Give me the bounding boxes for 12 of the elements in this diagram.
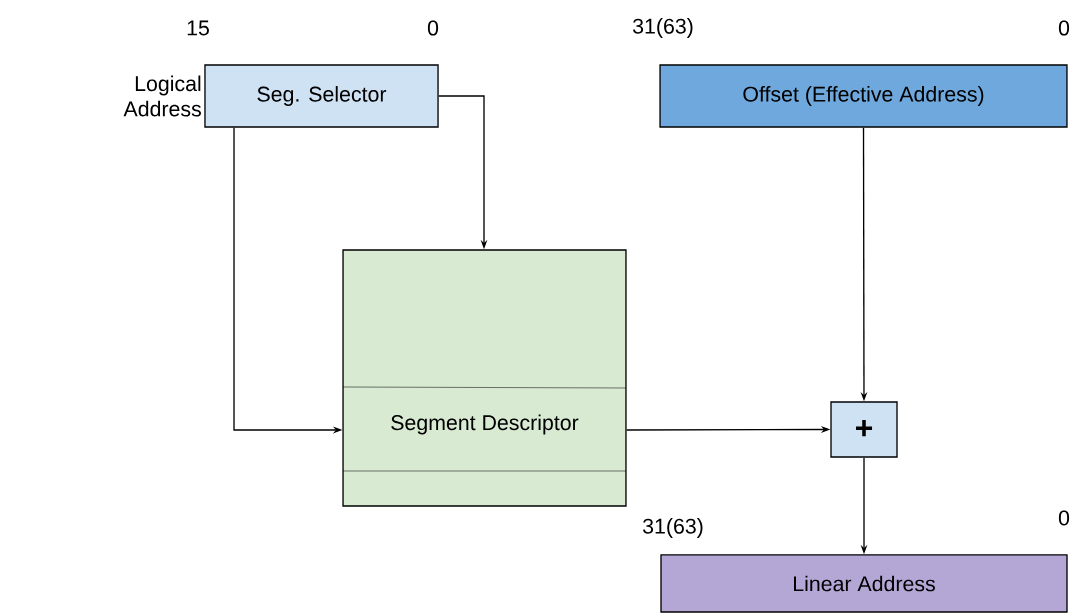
bit-number: 0 bbox=[1058, 20, 1070, 36]
bit-number: 31(63) bbox=[643, 518, 703, 538]
descriptor-table: Segment Descriptor bbox=[342, 249, 627, 507]
bit-number: 15 bbox=[187, 20, 209, 36]
bit-number: 0 bbox=[427, 20, 439, 36]
linear-address-box: Linear Address bbox=[660, 554, 1068, 613]
offset-box: Offset (Effective Address) bbox=[659, 64, 1068, 128]
bit-number: 31(63) bbox=[633, 18, 693, 38]
side-label: Logical Address bbox=[123, 75, 201, 117]
adder-box: + bbox=[830, 401, 898, 458]
selector-box: Seg. Selector bbox=[204, 64, 439, 128]
bit-number: 0 bbox=[1058, 510, 1070, 526]
